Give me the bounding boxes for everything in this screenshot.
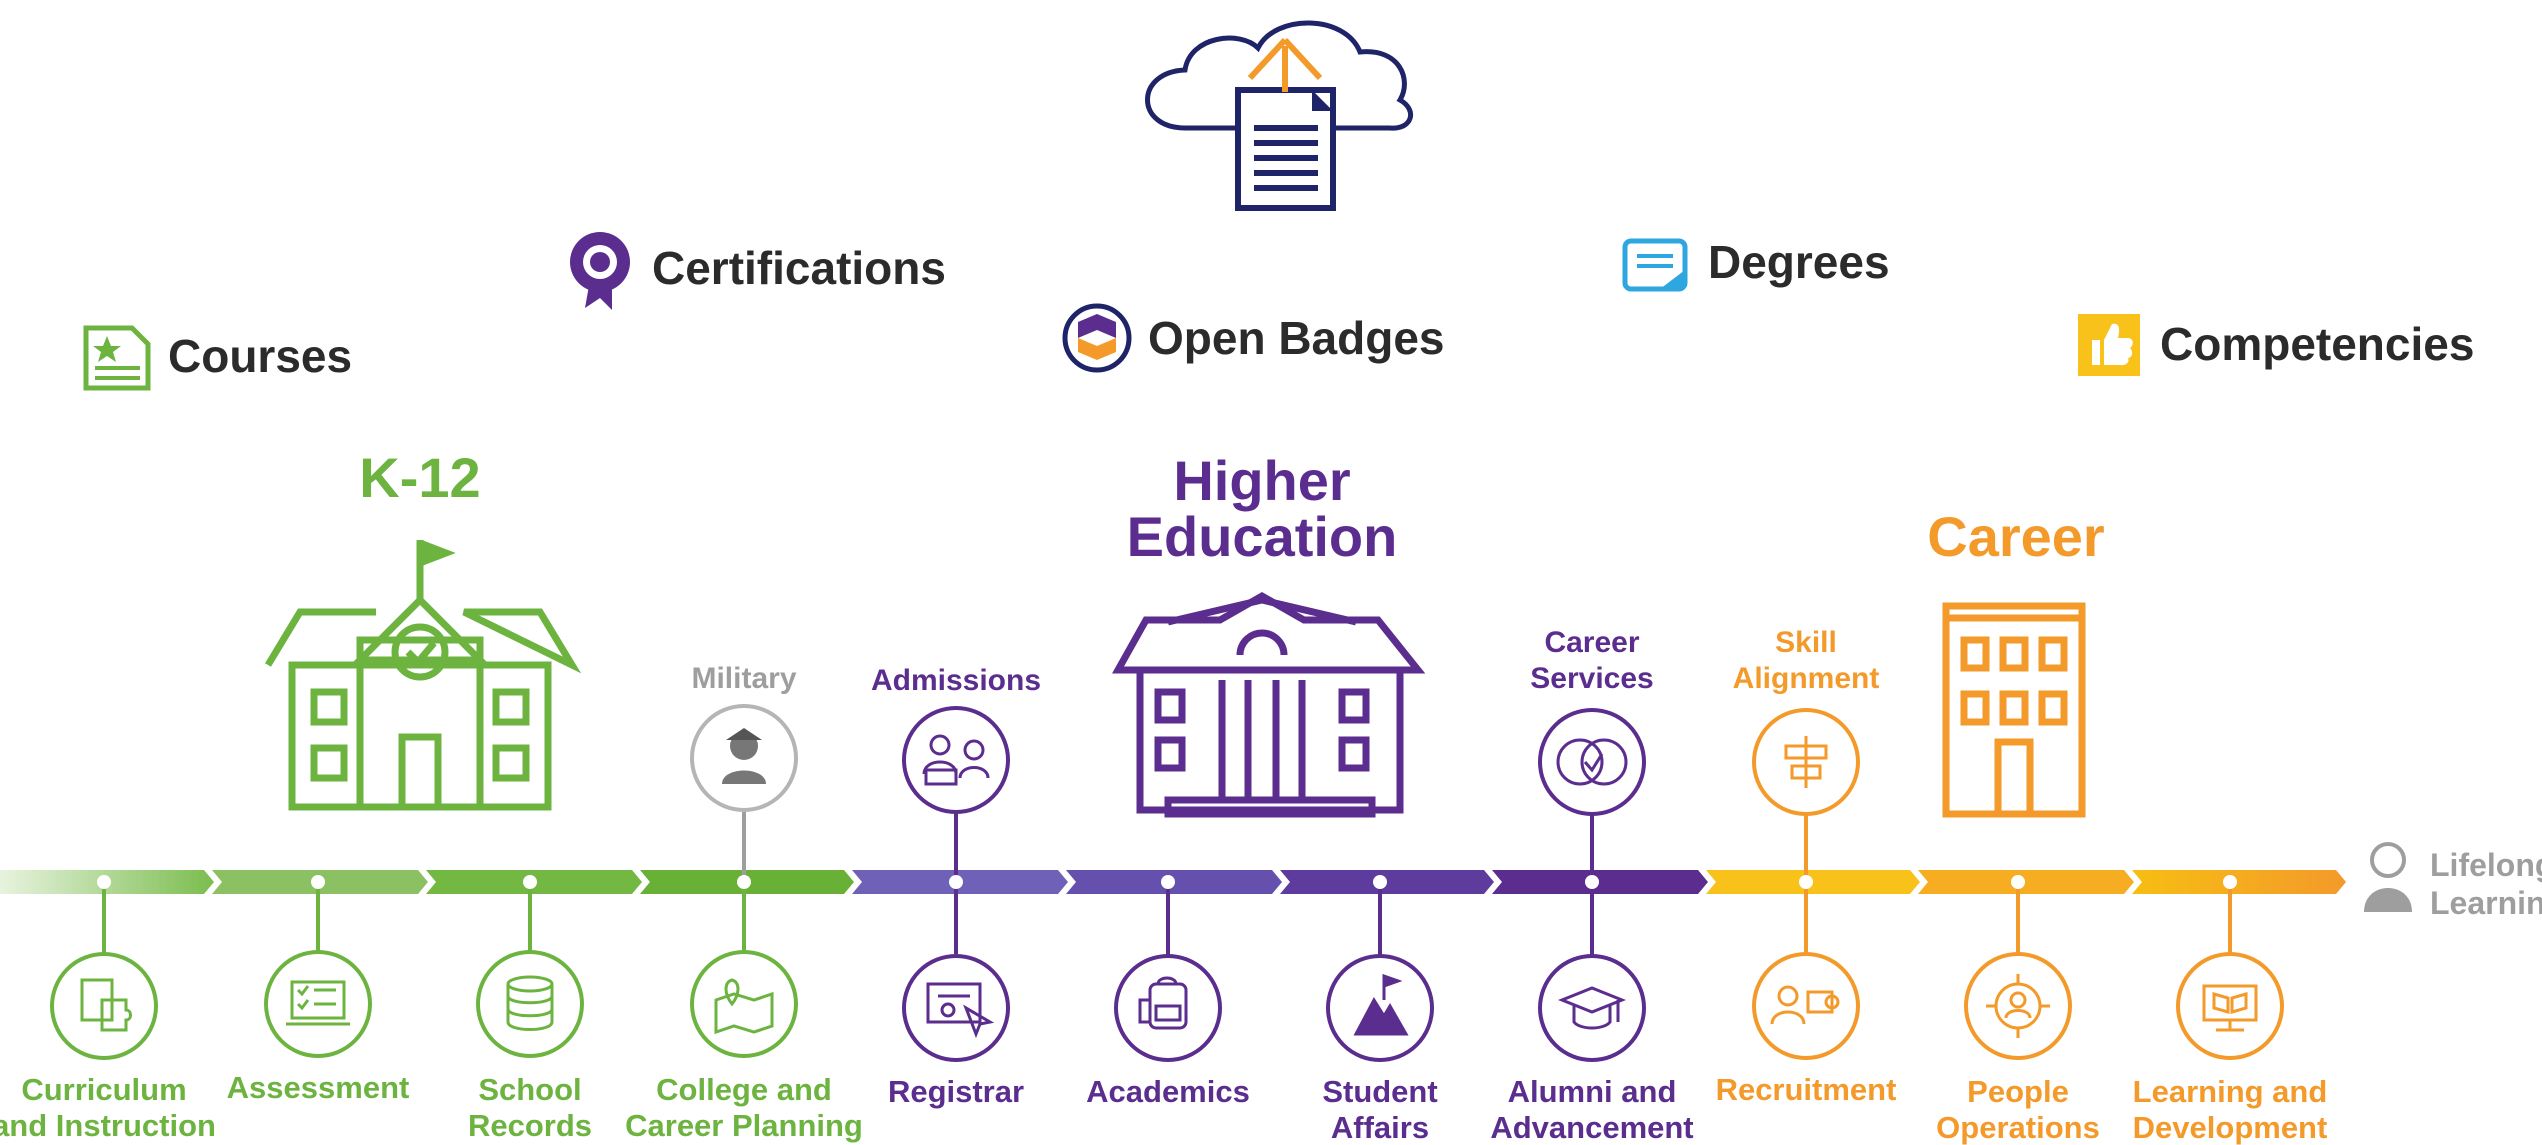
node-label-line2: Operations — [1936, 1110, 2100, 1145]
stage-title-career: Career — [1927, 505, 2104, 568]
node-label: Registrar — [888, 1074, 1024, 1109]
map-pin-icon — [714, 978, 774, 1035]
credential-label: Degrees — [1708, 236, 1890, 288]
credential-label: Certifications — [652, 242, 946, 294]
upper-node-military: Military — [690, 662, 798, 882]
diploma-icon — [1622, 238, 1688, 292]
credential-open-badges: Open Badges — [1062, 303, 1445, 373]
node-label-line1: Learning and — [2133, 1074, 2328, 1109]
node-label-line1: Career — [1544, 626, 1639, 659]
credential-degrees: Degrees — [1622, 236, 1890, 292]
lower-node-school-records: School Records — [468, 882, 592, 1143]
node-label-line2: Services — [1530, 662, 1653, 695]
node-label-line2: and Instruction — [0, 1108, 216, 1143]
lower-node-academics: Academics — [1086, 882, 1250, 1109]
open-badges-icon — [1062, 303, 1132, 373]
node-label-line1: Curriculum — [21, 1072, 186, 1107]
alignment-icon — [1784, 736, 1828, 788]
checklist-monitor-icon — [286, 980, 350, 1026]
upper-node-skill-alignment: Skill Alignment — [1733, 626, 1880, 882]
lower-node-people-operations: People Operations — [1936, 882, 2100, 1145]
stage-title-higher-line2: Education — [1127, 505, 1398, 568]
database-icon — [506, 975, 554, 1031]
puzzle-document-icon — [80, 978, 132, 1032]
node-label: Recruitment — [1716, 1072, 1897, 1107]
credential-competencies: Competencies — [2078, 314, 2474, 376]
node-label-line1: Alumni and — [1508, 1074, 1677, 1109]
venn-check-icon — [1556, 738, 1628, 786]
backpack-icon — [1138, 976, 1188, 1030]
node-label-line1: Student — [1322, 1074, 1437, 1109]
node-label-line2: Alignment — [1733, 662, 1880, 695]
graduation-cap-icon — [1557, 986, 1627, 1030]
node-label-line1: Skill — [1775, 626, 1837, 659]
node-label-line2: Career Planning — [625, 1108, 863, 1143]
lower-node-registrar: Registrar — [888, 882, 1024, 1109]
node-label-line1: College and — [656, 1072, 832, 1107]
credential-label: Competencies — [2160, 318, 2474, 370]
lower-node-learning-development: Learning and Development — [2133, 882, 2328, 1145]
node-label: Academics — [1086, 1074, 1250, 1109]
soldier-icon — [722, 728, 766, 784]
university-icon — [1112, 591, 1426, 818]
mountain-flag-icon — [1353, 973, 1409, 1036]
office-building-icon — [1942, 602, 2086, 818]
node-label: Assessment — [227, 1070, 410, 1105]
credential-certifications: Certifications — [570, 232, 946, 310]
certificate-pointer-icon — [926, 982, 995, 1039]
lower-node-recruitment: Recruitment — [1716, 882, 1897, 1107]
lower-node-curriculum: Curriculum and Instruction — [0, 882, 216, 1143]
node-label-line2: Development — [2133, 1110, 2328, 1145]
learner-icon — [2364, 842, 2412, 912]
schoolhouse-icon — [265, 539, 582, 811]
certificate-star-icon — [83, 325, 151, 391]
lower-node-alumni-advancement: Alumni and Advancement — [1490, 882, 1694, 1145]
node-label-line1: People — [1967, 1074, 2069, 1109]
lifelong-label-line1: Lifelong — [2430, 847, 2542, 883]
lower-node-college-career-planning: College and Career Planning — [625, 882, 863, 1143]
node-label: Military — [691, 662, 796, 695]
lifelong-learning: Lifelong Learning — [2364, 842, 2542, 921]
node-label-line2: Affairs — [1331, 1110, 1429, 1145]
lower-node-student-affairs: Student Affairs — [1322, 882, 1438, 1145]
credential-label: Courses — [168, 330, 352, 382]
cloud-upload-document-icon — [1145, 20, 1414, 211]
credential-label: Open Badges — [1148, 312, 1445, 364]
lifelong-label-line2: Learning — [2430, 885, 2542, 921]
person-target-icon — [1986, 974, 2050, 1038]
stage-title-higher-line1: Higher — [1173, 449, 1350, 512]
ribbon-badge-icon — [570, 232, 630, 310]
lower-node-assessment: Assessment — [227, 882, 410, 1105]
thumbs-up-icon — [2078, 314, 2140, 376]
presentation-screen-icon — [2202, 984, 2258, 1032]
applicants-icon — [922, 734, 990, 786]
credential-courses: Courses — [83, 325, 352, 391]
upper-node-career-services: Career Services — [1530, 626, 1654, 882]
node-label-line2: Advancement — [1490, 1110, 1693, 1145]
stage-title-k12: K-12 — [359, 446, 480, 509]
recruiter-icon — [1770, 985, 1840, 1025]
node-label: Admissions — [871, 664, 1041, 697]
node-label-line1: School — [478, 1072, 581, 1107]
upper-node-admissions: Admissions — [871, 664, 1041, 882]
node-label-line2: Records — [468, 1108, 592, 1143]
timeline-dots — [97, 875, 2237, 889]
